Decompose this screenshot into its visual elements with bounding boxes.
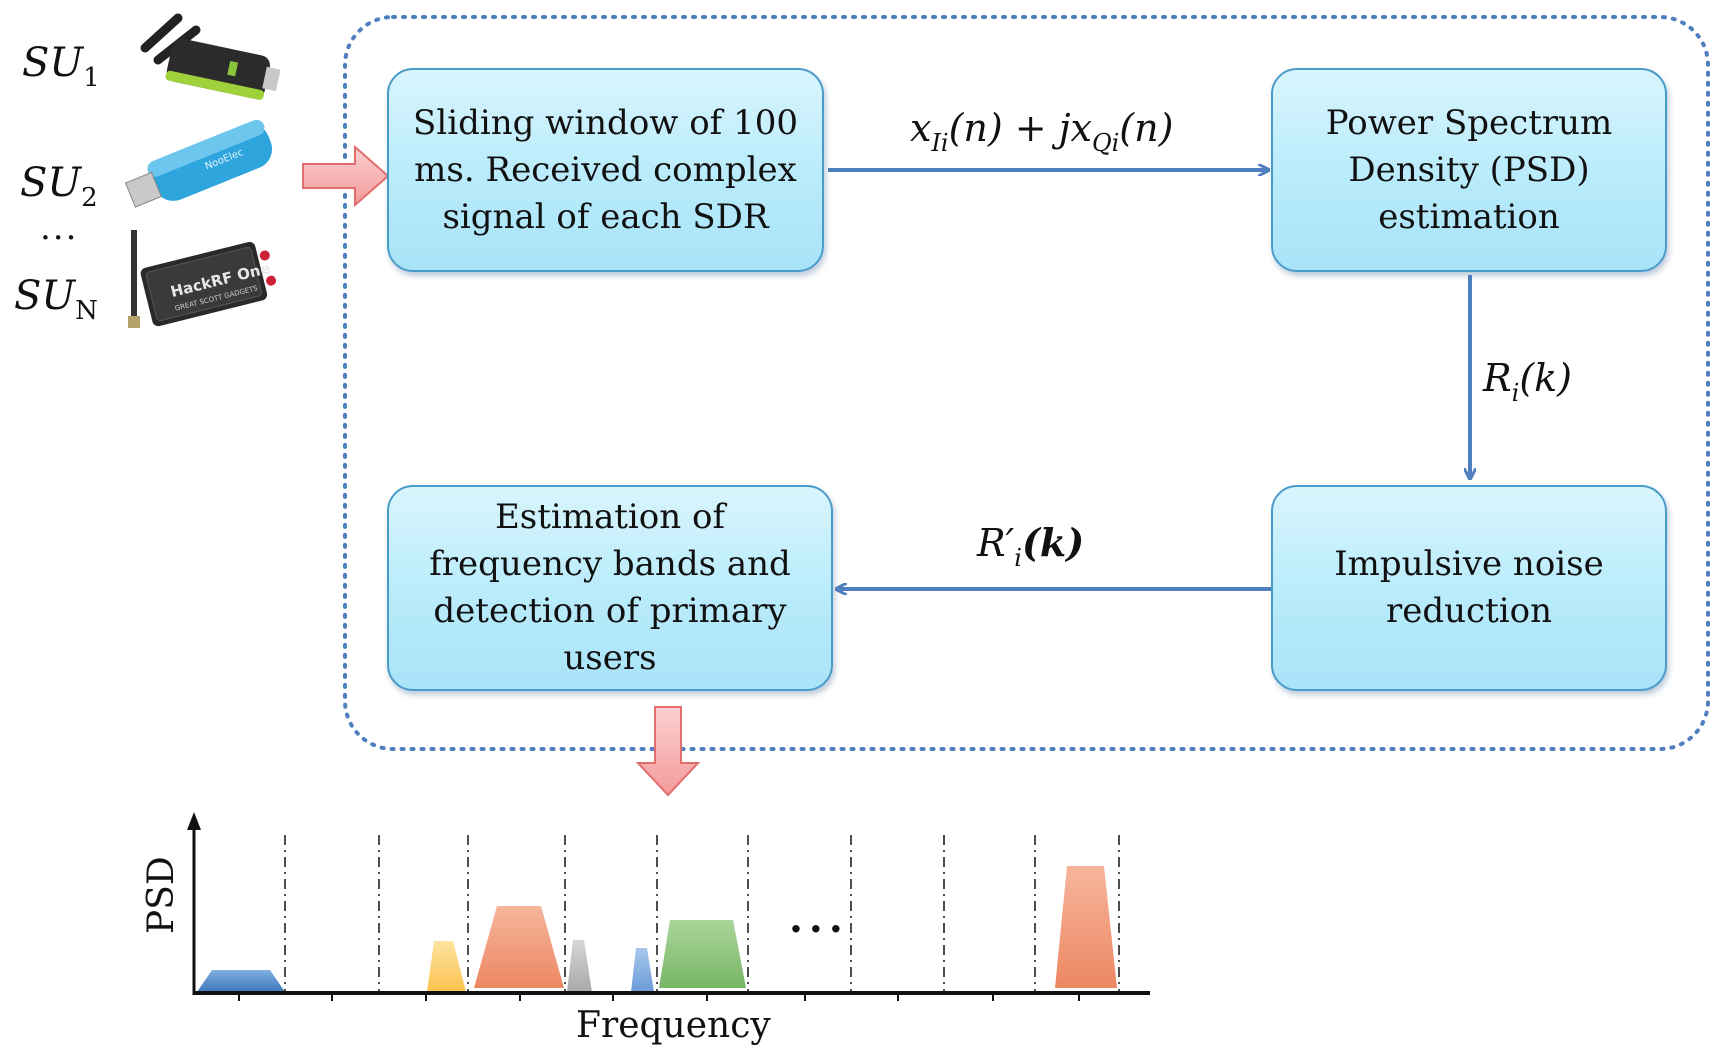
band-gray — [567, 940, 592, 992]
su-label-n: SUN — [14, 273, 98, 326]
su-label-1: SU1 — [22, 40, 100, 93]
processing-frame — [343, 15, 1710, 751]
x-ticks — [238, 993, 1080, 1001]
band-yellow — [427, 941, 466, 992]
su-ellipsis: ... — [40, 208, 79, 248]
block-psd-estimation: Power Spectrum Density (PSD) estimation — [1271, 68, 1667, 272]
blue-usb-sdr-stick-icon: NooElec — [124, 119, 273, 208]
label-psd-clean: R′i(k) — [977, 520, 1085, 572]
band-orange — [474, 906, 564, 988]
y-axis-arrowhead — [187, 812, 201, 830]
hackrf-one-sdr-icon: HackRF One GREAT SCOTT GADGETS — [128, 230, 277, 328]
band-orange-2 — [1055, 866, 1117, 988]
label-complex-signal: xIi(n) + jxQi(n) — [910, 106, 1174, 157]
block-impulsive-noise-reduction: Impulsive noise reduction — [1271, 485, 1667, 691]
usb-sdr-dongle-with-antennas-icon — [140, 13, 281, 100]
band-separators — [284, 835, 1120, 992]
block-band-estimation: Estimation of frequency bands and detect… — [387, 485, 833, 691]
plot-y-label: PSD — [141, 856, 182, 934]
su-label-2: SU2 — [20, 160, 98, 213]
label-psd: Ri(k) — [1483, 356, 1572, 407]
input-arrow — [302, 144, 390, 208]
band-light-blue — [631, 948, 654, 992]
plot-x-label: Frequency — [576, 1005, 771, 1046]
band-blue — [197, 970, 285, 992]
output-arrow — [635, 706, 701, 797]
spectrum-plot — [187, 812, 1150, 1001]
plot-ellipsis: ... — [789, 895, 849, 942]
block-sliding-window: Sliding window of 100 ms. Received compl… — [387, 68, 824, 272]
band-green — [659, 920, 746, 988]
